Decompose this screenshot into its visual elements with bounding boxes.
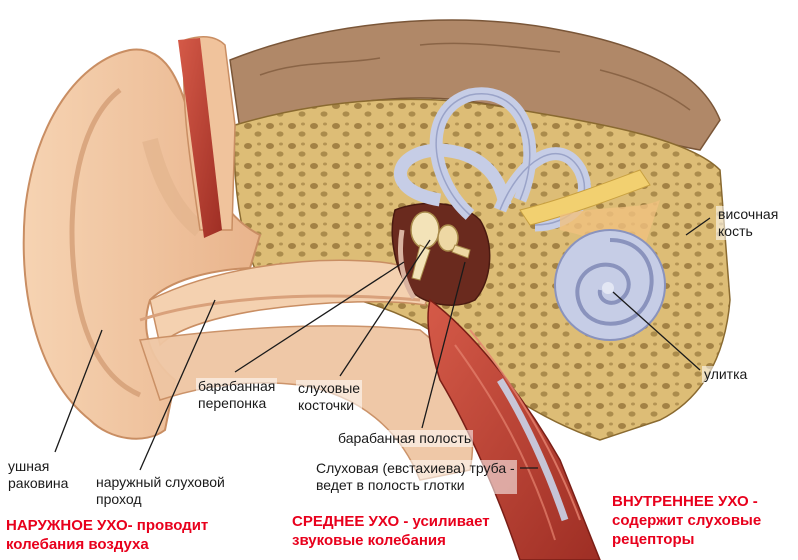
- label-cochlea: улитка: [702, 366, 749, 383]
- label-eustachian-tube: Слуховая (евстахиева) труба -ведет в пол…: [314, 460, 517, 494]
- label-tympanic-cavity: барабанная полость: [336, 430, 473, 447]
